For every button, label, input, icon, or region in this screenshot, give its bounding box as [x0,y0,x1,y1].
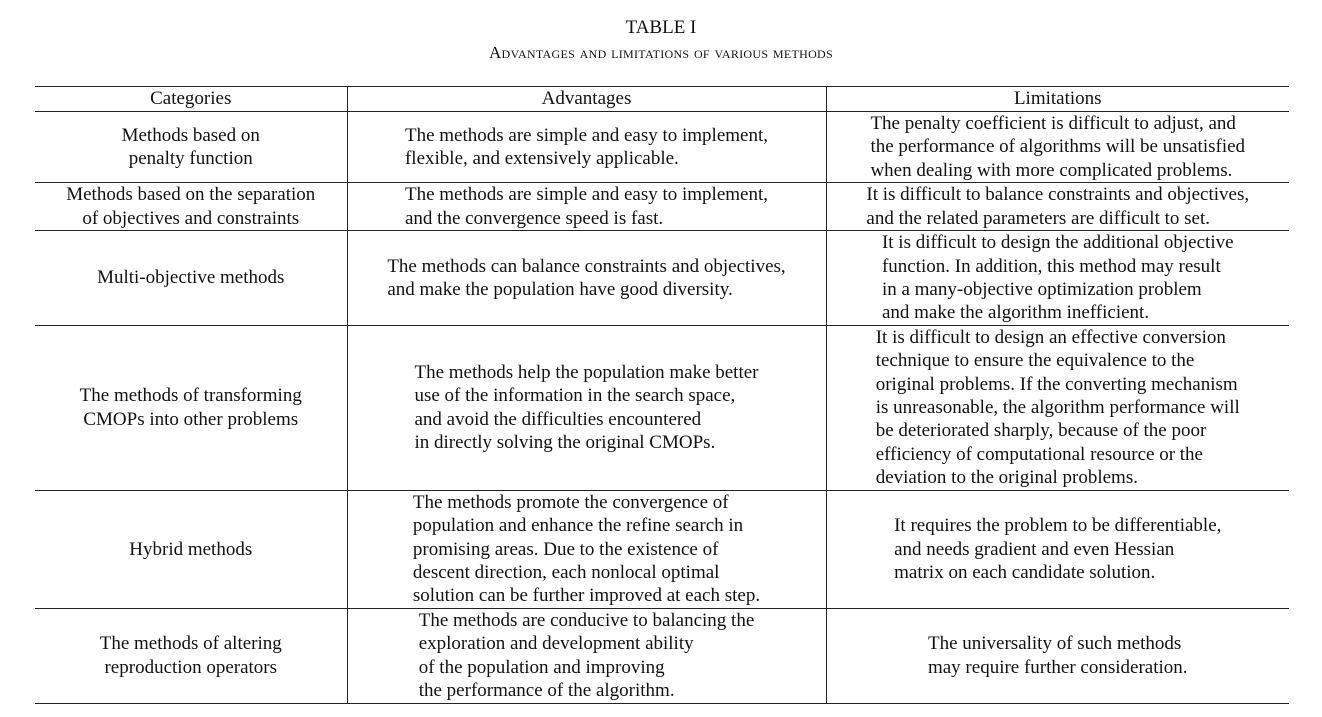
column-header-categories: Categories [35,86,347,112]
advantages-cell: The methods promote the convergence of p… [412,491,761,607]
methods-table: Categories Advantages Limitations Method… [35,86,1289,704]
advantages-cell: The methods are simple and easy to imple… [404,184,768,229]
category-cell: Multi-objective methods [97,267,285,289]
table-row: Methods based on penalty function The me… [35,111,1289,184]
header-row: Categories Advantages Limitations [35,86,1289,112]
limitations-cell: It requires the problem to be differenti… [894,515,1222,583]
table-row: The methods of transforming CMOPs into o… [35,325,1289,491]
category-cell: Methods based on the separation of objec… [66,184,316,229]
category-cell: Hybrid methods [129,538,253,560]
table-row: The methods of altering reproduction ope… [35,608,1289,704]
column-header-limitations: Limitations [825,86,1289,112]
limitations-cell: It is difficult to balance constraints a… [866,184,1250,229]
limitations-cell: It is difficult to design the additional… [881,232,1234,324]
category-cell: Methods based on penalty function [121,124,260,170]
column-header-advantages: Advantages [346,86,826,112]
limitations-cell: The universality of such methods may req… [927,633,1188,678]
advantages-cell: The methods are conducive to balancing t… [418,609,755,702]
category-cell: The methods of altering reproduction ope… [99,633,282,678]
category-cell: The methods of transforming CMOPs into o… [79,385,302,430]
advantages-cell: The methods can balance constraints and … [387,255,786,301]
advantages-cell: The methods are simple and easy to imple… [404,124,768,170]
table-row: Methods based on the separation of objec… [35,182,1289,232]
limitations-cell: It is difficult to design an effective c… [875,326,1240,489]
table-row: Hybrid methods The methods promote the c… [35,490,1289,609]
table-row: Multi-objective methods The methods can … [35,230,1289,326]
table-subtitle: Advantages and limitations of various me… [488,43,833,62]
table-title: TABLE I [625,17,697,38]
advantages-cell: The methods help the population make bet… [414,361,759,454]
limitations-cell: The penalty coefficient is difficult to … [870,113,1246,181]
